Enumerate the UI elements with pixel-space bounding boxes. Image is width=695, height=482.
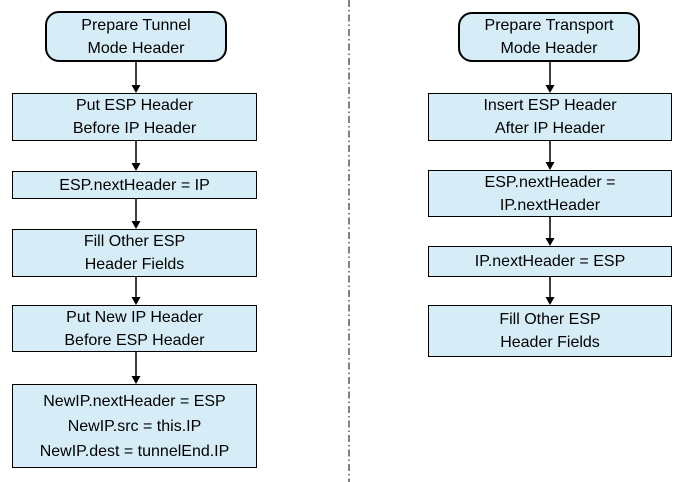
node-esp-nextheader-equals-ip-nextheader: ESP.nextHeader = IP.nextHeader bbox=[428, 170, 672, 217]
node-newip-assignments: NewIP.nextHeader = ESP NewIP.src = this.… bbox=[12, 384, 257, 468]
node-fill-other-esp-header-fields-tunnel: Fill Other ESP Header Fields bbox=[12, 229, 257, 277]
node-put-esp-header-before-ip-header: Put ESP Header Before IP Header bbox=[12, 93, 257, 141]
node-prepare-transport-mode-header: Prepare Transport Mode Header bbox=[458, 12, 640, 62]
node-fill-other-esp-header-fields-transport: Fill Other ESP Header Fields bbox=[428, 305, 672, 357]
node-ip-nextheader-equals-esp: IP.nextHeader = ESP bbox=[428, 246, 672, 277]
node-prepare-tunnel-mode-header: Prepare Tunnel Mode Header bbox=[45, 11, 227, 62]
node-insert-esp-header-after-ip-header: Insert ESP Header After IP Header bbox=[428, 93, 672, 141]
node-put-new-ip-header-before-esp-header: Put New IP Header Before ESP Header bbox=[12, 305, 257, 352]
node-esp-nextheader-equals-ip: ESP.nextHeader = IP bbox=[12, 171, 257, 199]
